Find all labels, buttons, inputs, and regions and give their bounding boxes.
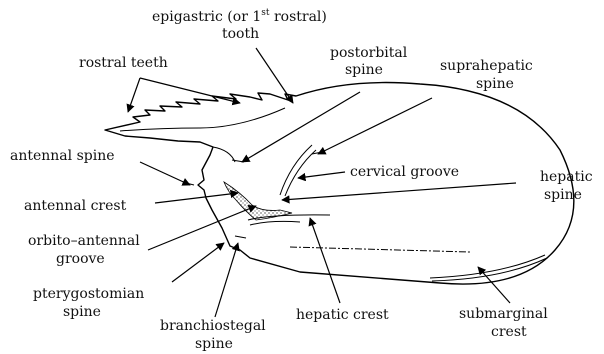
orbito-antennal-arrow — [148, 206, 256, 250]
orbito-antennal-label-line2: groove — [56, 251, 105, 267]
cervical-groove-label: cervical groove — [350, 164, 459, 180]
antennal-spine-arrow — [140, 162, 190, 185]
hepatic-spine-arrow — [282, 183, 516, 200]
antennal-crest-arrow — [155, 193, 238, 203]
suprahepatic-label: suprahepatic — [440, 58, 533, 74]
hepatic-crest-arrow — [310, 218, 340, 303]
pterygostomian-label: pterygostomian — [33, 286, 144, 302]
pterygostomian-label-line2: spine — [63, 304, 101, 320]
epigastric-label: epigastric (or 1st rostral) — [152, 8, 327, 25]
antennal-crest-label: antennal crest — [24, 198, 127, 214]
branchiostegal-label: branchiostegal — [160, 318, 266, 334]
epigastric-arrow — [256, 48, 293, 103]
carapace-outline — [105, 83, 574, 285]
hepatic-crest-label: hepatic crest — [296, 307, 389, 323]
cervical-groove-arrow — [298, 172, 345, 178]
hepatic-spine-label: hepatic — [540, 169, 593, 185]
submarginal-label-line2: crest — [491, 324, 527, 340]
pterygostomian-arrow — [172, 243, 224, 282]
submarginal-label: submarginal — [459, 306, 548, 322]
suprahepatic-label-line2: spine — [476, 76, 514, 92]
postorbital-arrow — [242, 92, 360, 162]
postorbital-label: postorbital — [330, 45, 408, 61]
rostral-teeth-arrow-right — [140, 78, 240, 103]
epigastric-label-line2: tooth — [222, 26, 259, 42]
hepatic-spine-label-line2: spine — [544, 187, 582, 203]
orbito-antennal-label: orbito–antennal — [28, 233, 140, 249]
rostral-teeth-arrow-left — [128, 78, 140, 112]
branchiostegal-label-line2: spine — [195, 336, 233, 352]
labels: epigastric (or 1st rostral) tooth rostra… — [10, 8, 593, 352]
postorbital-label-line2: spine — [345, 62, 383, 78]
branchiostegal-arrow — [215, 243, 238, 317]
rostral-teeth-label: rostral teeth — [79, 55, 168, 71]
antennal-spine-label: antennal spine — [10, 148, 115, 164]
